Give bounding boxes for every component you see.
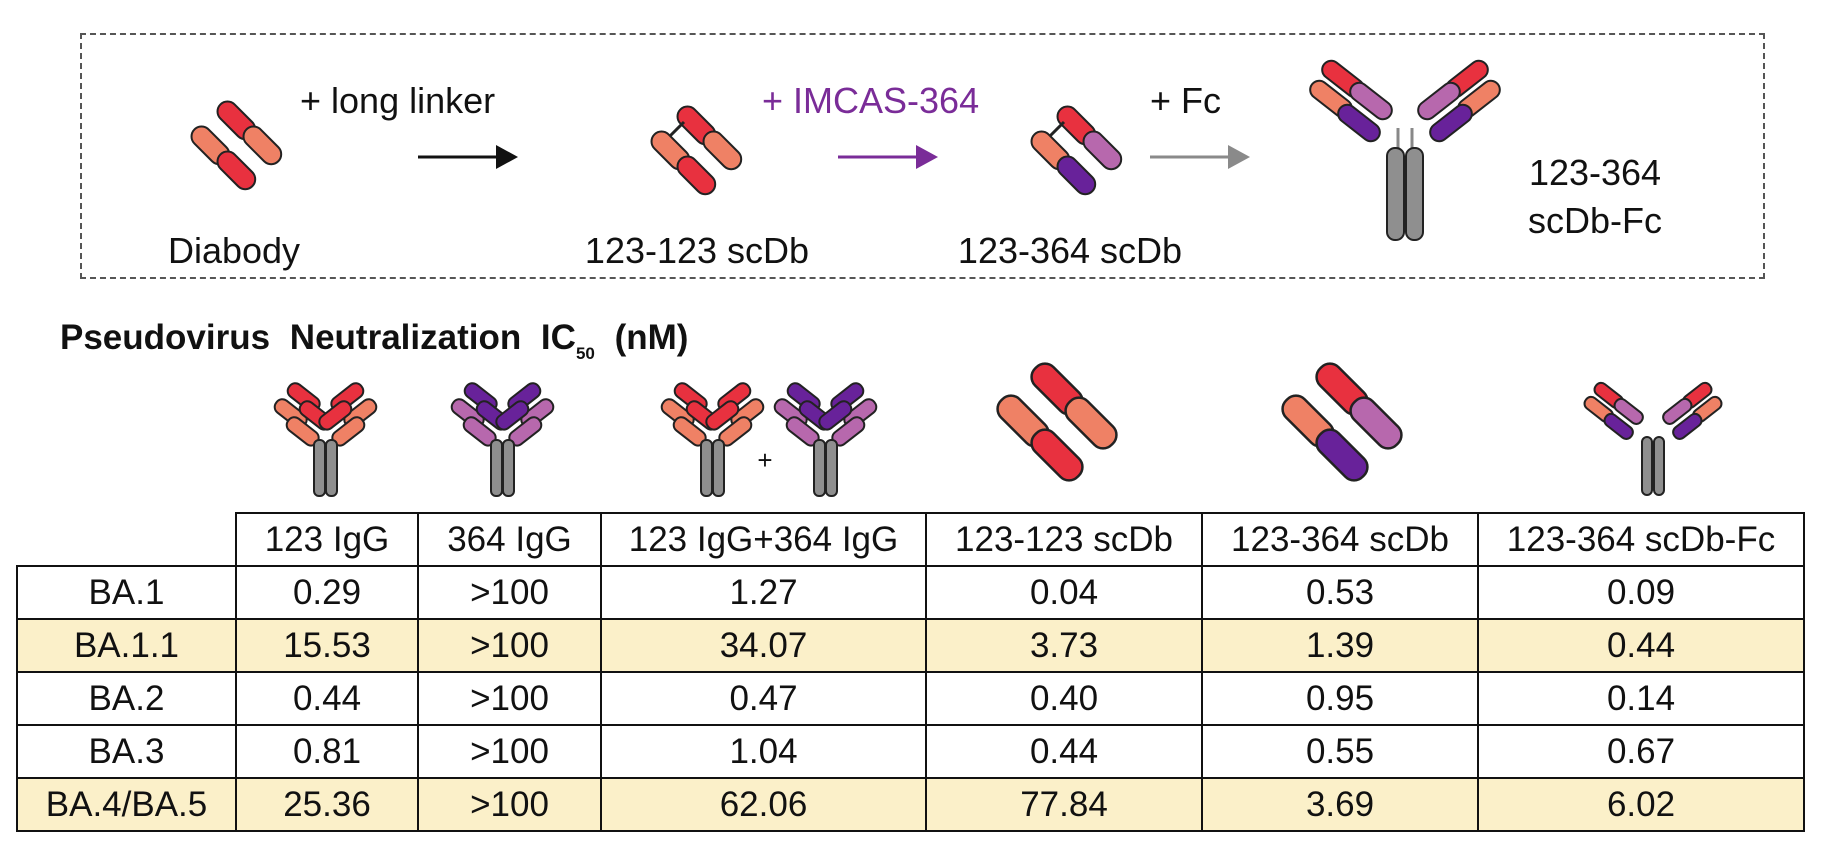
table-cell: 77.84 [925,777,1203,832]
table-cell: 34.07 [600,618,927,673]
scdb-123-364-icon [1030,105,1123,196]
table-cell: 0.09 [1477,565,1805,620]
table-cell: >100 [417,777,602,832]
table-cell: 0.67 [1477,724,1805,779]
table-cell: 0.95 [1201,671,1479,726]
table-cell: 3.73 [925,618,1203,673]
column-header: 123-364 scDb-Fc [1477,512,1805,567]
column-header: 123-364 scDb [1201,512,1479,567]
scdb-fc-header-icon [1583,381,1723,496]
table-corner [17,513,236,566]
table-cell: >100 [417,618,602,673]
table-row: BA.2 0.44 >100 0.47 0.40 0.95 0.14 [16,671,1805,726]
scdb-123-364-header-icon [1281,362,1403,482]
arrow-right-grey-icon [1150,145,1250,169]
column-header: 123 IgG+364 IgG [600,512,927,567]
arrow-imcas-364-label: + IMCAS-364 [762,80,980,121]
table-cell: 1.04 [600,724,927,779]
row-variant: BA.2 [16,671,237,726]
table-cell: 6.02 [1477,777,1805,832]
combo-plus-sign: + [757,445,773,475]
arrow-fc-label: + Fc [1150,80,1222,121]
arrow-right-icon [418,145,518,169]
table-row: BA.4/BA.5 25.36 >100 62.06 77.84 3.69 6.… [16,777,1805,832]
row-variant: BA.4/BA.5 [16,777,237,832]
ic50-table: 123 IgG 364 IgG 123 IgG+364 IgG 123-123 … [16,512,1805,832]
table-row: BA.3 0.81 >100 1.04 0.44 0.55 0.67 [16,724,1805,779]
table-cell: 0.55 [1201,724,1479,779]
table-cell: >100 [417,671,602,726]
row-variant: BA.3 [16,724,237,779]
title-main: Pseudovirus Neutralization IC [60,318,576,357]
column-header: 123 IgG [235,512,419,567]
table-cell: 0.44 [235,671,419,726]
scdb-123-364-label: 123-364 scDb [957,230,1183,271]
table-cell: 3.69 [1201,777,1479,832]
table-cell: 15.53 [235,618,419,673]
table-row: BA.1.1 15.53 >100 34.07 3.73 1.39 0.44 [16,618,1805,673]
igg-364-combo-icon [773,382,878,497]
table-header-row: 123 IgG 364 IgG 123 IgG+364 IgG 123-123 … [17,512,1805,567]
table-cell: >100 [417,565,602,620]
table-cell: 0.81 [235,724,419,779]
scdb-fc-label-line1: 123-364 [1528,152,1662,193]
arrow-long-linker-label: + long linker [300,80,496,121]
table-cell: 0.44 [1477,618,1805,673]
igg-123-combo-icon [660,382,765,497]
arrow-right-purple-icon [838,145,938,169]
scdb-fc-123-364-icon [1309,59,1501,241]
scdb-123-123-header-icon [996,362,1118,482]
table-cell: 0.47 [600,671,927,726]
scdb-123-123-label: 123-123 scDb [584,230,810,271]
igg-364-icon [450,382,555,497]
title-unit: (nM) [594,318,689,357]
table-row: BA.1 0.29 >100 1.27 0.04 0.53 0.09 [16,565,1805,620]
table-cell: 0.04 [925,565,1203,620]
title-subscript: 50 [575,344,595,363]
diabody-label: Diabody [167,230,301,271]
table-cell: 0.44 [925,724,1203,779]
neutralization-title: Pseudovirus Neutralization IC50 (nM) [60,318,688,364]
scdb-fc-label-line2: scDb-Fc [1528,200,1662,241]
column-header: 123-123 scDb [925,512,1203,567]
row-variant: BA.1.1 [16,618,237,673]
table-cell: 25.36 [235,777,419,832]
table-cell: 1.27 [600,565,927,620]
igg-123-icon [273,382,378,497]
column-header: 364 IgG [417,512,602,567]
table-cell: >100 [417,724,602,779]
workflow-panel [80,33,1765,279]
table-cell: 0.53 [1201,565,1479,620]
table-cell: 0.14 [1477,671,1805,726]
table-cell: 0.40 [925,671,1203,726]
row-variant: BA.1 [16,565,237,620]
table-cell: 0.29 [235,565,419,620]
table-cell: 1.39 [1201,618,1479,673]
table-cell: 62.06 [600,777,927,832]
scdb-123-123-icon [650,105,743,196]
diabody-icon [190,100,283,191]
